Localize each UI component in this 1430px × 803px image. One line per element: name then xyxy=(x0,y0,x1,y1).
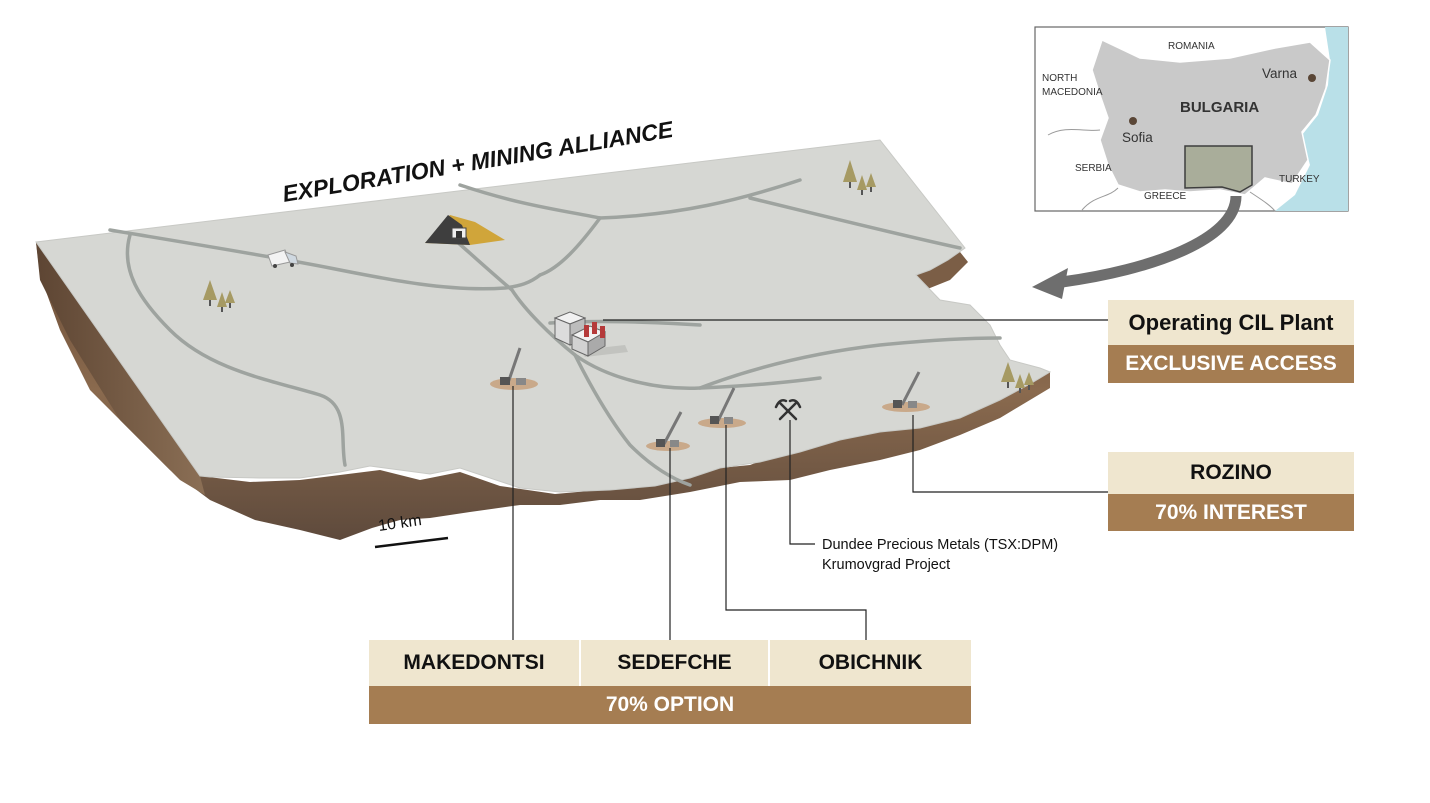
drill-rig-icon xyxy=(882,371,930,412)
terrain-block xyxy=(35,139,1052,540)
road-network xyxy=(108,178,1002,487)
inset-serbia: SERBIA xyxy=(1075,163,1112,174)
bulgaria-shape xyxy=(1091,38,1331,196)
rozino-status-label: 70% INTEREST xyxy=(1108,494,1354,531)
drill-rig-icon xyxy=(646,411,690,451)
inset-country: BULGARIA xyxy=(1180,99,1259,116)
dundee-line2: Krumovgrad Project xyxy=(822,557,950,573)
option-status-label: 70% OPTION xyxy=(369,686,971,724)
tree-icon xyxy=(843,160,876,195)
arrow-icon xyxy=(1032,195,1242,299)
rock-edge-right xyxy=(915,252,968,290)
rozino-name-label: ROZINO xyxy=(1108,452,1354,494)
plant-icon xyxy=(553,311,628,357)
inset-city-sofia: Sofia xyxy=(1122,130,1153,145)
scale-label: 10 km xyxy=(377,512,423,535)
drill-rig-icon xyxy=(490,347,538,390)
tree-icon xyxy=(1001,362,1034,393)
tree-icon xyxy=(203,280,235,312)
black-sea xyxy=(1275,27,1348,211)
inset-macedonia: MACEDONIA xyxy=(1042,87,1103,98)
sedefche-label: SEDEFCHE xyxy=(581,640,768,686)
project-region xyxy=(1184,145,1253,193)
leader-lines xyxy=(512,319,1108,640)
truck-icon xyxy=(267,249,299,268)
hammer-pick-icon xyxy=(774,399,802,421)
inset-map: BULGARIA Sofia Varna ROMANIA NORTH MACED… xyxy=(1034,26,1349,212)
inset-north: NORTH xyxy=(1042,73,1077,84)
obichnik-label: OBICHNIK xyxy=(770,640,971,686)
makedontsi-label: MAKEDONTSI xyxy=(369,640,579,686)
plant-status-label: EXCLUSIVE ACCESS xyxy=(1108,345,1354,383)
inset-greece: GREECE xyxy=(1144,191,1187,202)
mine-pit-icon xyxy=(425,215,505,245)
rock-edge-side xyxy=(36,242,205,495)
plant-name-label: Operating CIL Plant xyxy=(1108,300,1354,345)
dundee-line1: Dundee Precious Metals (TSX:DPM) xyxy=(822,537,1058,553)
scale-bar: 10 km xyxy=(374,512,449,549)
inset-romania: ROMANIA xyxy=(1168,41,1215,52)
inset-city-varna: Varna xyxy=(1262,66,1298,81)
drill-rig-icon xyxy=(698,387,746,428)
rock-edge-front xyxy=(36,242,1050,540)
inset-turkey: TURKEY xyxy=(1279,174,1320,185)
